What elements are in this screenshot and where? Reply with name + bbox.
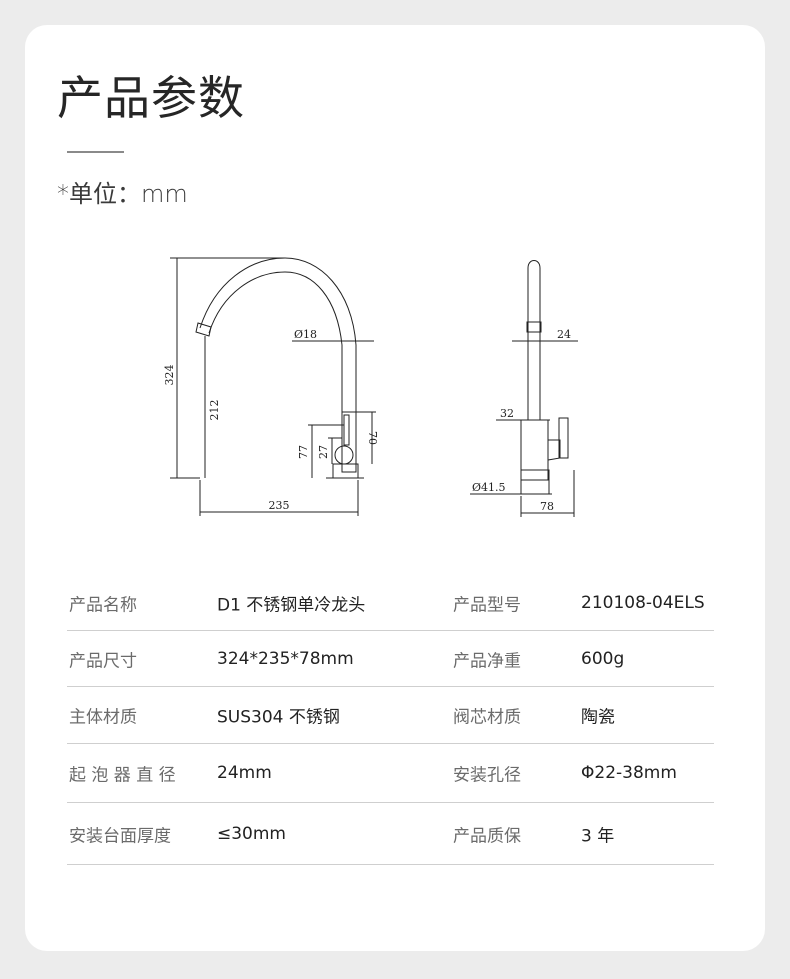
faucet-body: [341, 411, 357, 473]
dim-reach: 235: [269, 499, 290, 512]
faucet-base: [332, 463, 359, 479]
spout-outer: [199, 257, 357, 412]
spec-label: 产品名称: [69, 595, 137, 616]
spec-value: 600g: [581, 648, 625, 669]
spec-label: 产品型号: [453, 595, 521, 616]
dim-handle-height: 70: [366, 431, 379, 445]
unit-note: *单位：mm: [57, 180, 188, 208]
spec-label: 阀芯材质: [453, 707, 521, 728]
spec-row: 起 泡 器 直 径 24mm 安装孔径 Φ22-38mm: [67, 744, 714, 803]
spec-label: 起 泡 器 直 径: [69, 765, 176, 786]
spec-value: 210108-04ELS: [581, 593, 705, 613]
dim-body: 32: [500, 407, 514, 420]
page-title: 产品参数: [57, 71, 245, 125]
spec-label: 主体材质: [69, 707, 137, 728]
side-handle-neck: [547, 439, 561, 461]
spec-table: 产品名称 D1 不锈钢单冷龙头 产品型号 210108-04ELS 产品尺寸 3…: [67, 576, 714, 865]
spec-label: 产品净重: [453, 651, 521, 671]
spec-label: 产品尺寸: [69, 651, 137, 671]
side-spout: [527, 260, 541, 420]
spec-card: [25, 25, 765, 951]
side-handle: [558, 417, 569, 459]
side-aerator: [526, 321, 542, 333]
spec-value: 陶瓷: [581, 707, 615, 728]
dim-aerator: 24: [557, 328, 571, 341]
spec-row: 主体材质 SUS304 不锈钢 阀芯材质 陶瓷: [67, 687, 714, 744]
spec-value: 324*235*78mm: [217, 648, 354, 669]
faucet-dimension-drawing: 324 212 Ø18 70 77 27 235 24 32 Ø41.5 78: [163, 257, 578, 517]
spec-value: Φ22-38mm: [581, 763, 677, 783]
spec-row: 安装台面厚度 ≤30mm 产品质保 3 年: [67, 803, 714, 865]
spec-value: D1 不锈钢单冷龙头: [217, 595, 366, 616]
aerator-tip: [195, 322, 212, 337]
dim-depth: 78: [540, 500, 554, 513]
dim-height-total: 324: [163, 365, 176, 386]
dim-base-height: 77: [297, 445, 310, 459]
title-divider: [67, 151, 124, 153]
side-base: [520, 469, 550, 495]
spec-row: 产品名称 D1 不锈钢单冷龙头 产品型号 210108-04ELS: [67, 576, 714, 631]
handle-knob: [334, 445, 354, 465]
spout-inner: [208, 271, 343, 412]
spec-row: 产品尺寸 324*235*78mm 产品净重 600g: [67, 631, 714, 687]
side-body: [520, 419, 549, 481]
spec-value: 3 年: [581, 826, 615, 846]
spec-label: 安装台面厚度: [69, 826, 171, 846]
spec-value: 24mm: [217, 763, 272, 783]
spec-value: ≤30mm: [217, 823, 286, 844]
dim-spout-height: 212: [208, 400, 221, 421]
dim-handle-offset: 27: [317, 445, 330, 459]
handle: [343, 414, 350, 446]
spec-label: 产品质保: [453, 826, 521, 846]
spec-label: 安装孔径: [453, 765, 521, 786]
dim-base-diameter: Ø41.5: [472, 481, 506, 494]
spec-value: SUS304 不锈钢: [217, 707, 340, 728]
dim-pipe-diameter: Ø18: [294, 328, 317, 341]
